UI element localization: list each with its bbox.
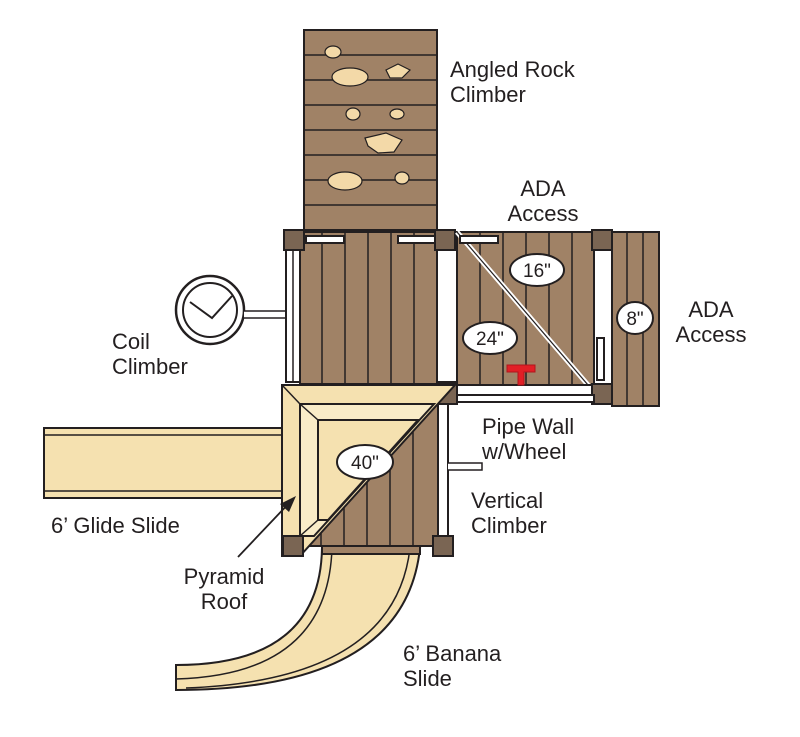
label-vertical-climber: Vertical Climber (471, 488, 547, 538)
label-pipe-wall: Pipe Wall w/Wheel (482, 414, 575, 464)
glide-slide (43, 427, 291, 499)
svg-text:24": 24" (476, 329, 504, 350)
label-angled-rock-climber: Angled Rock Climber (450, 57, 575, 107)
angled-rock-climber (303, 29, 438, 231)
pyramid-roof-pointer (237, 496, 296, 558)
badge-24: 24" (462, 321, 518, 355)
wheel-icon (506, 364, 536, 386)
svg-text:8": 8" (626, 309, 643, 330)
svg-text:16": 16" (523, 261, 551, 282)
label-coil-climber: Coil Climber (112, 329, 188, 379)
main-deck (283, 229, 458, 385)
rock-holds (324, 45, 412, 191)
banana-slide (175, 545, 422, 692)
label-ada-access-top: ADA Access (507, 176, 579, 226)
label-banana-slide: 6’ Banana Slide (403, 641, 502, 691)
coil-climber (174, 274, 289, 346)
badge-8: 8" (616, 301, 654, 335)
label-pyramid-roof: Pyramid Roof (183, 564, 265, 614)
svg-text:40": 40" (351, 453, 379, 474)
pipe-wall (456, 364, 595, 403)
badge-40: 40" (336, 444, 394, 480)
badge-16: 16" (509, 253, 565, 287)
label-ada-access-right: ADA Access (675, 297, 747, 347)
label-glide-slide: 6’ Glide Slide (51, 513, 180, 538)
